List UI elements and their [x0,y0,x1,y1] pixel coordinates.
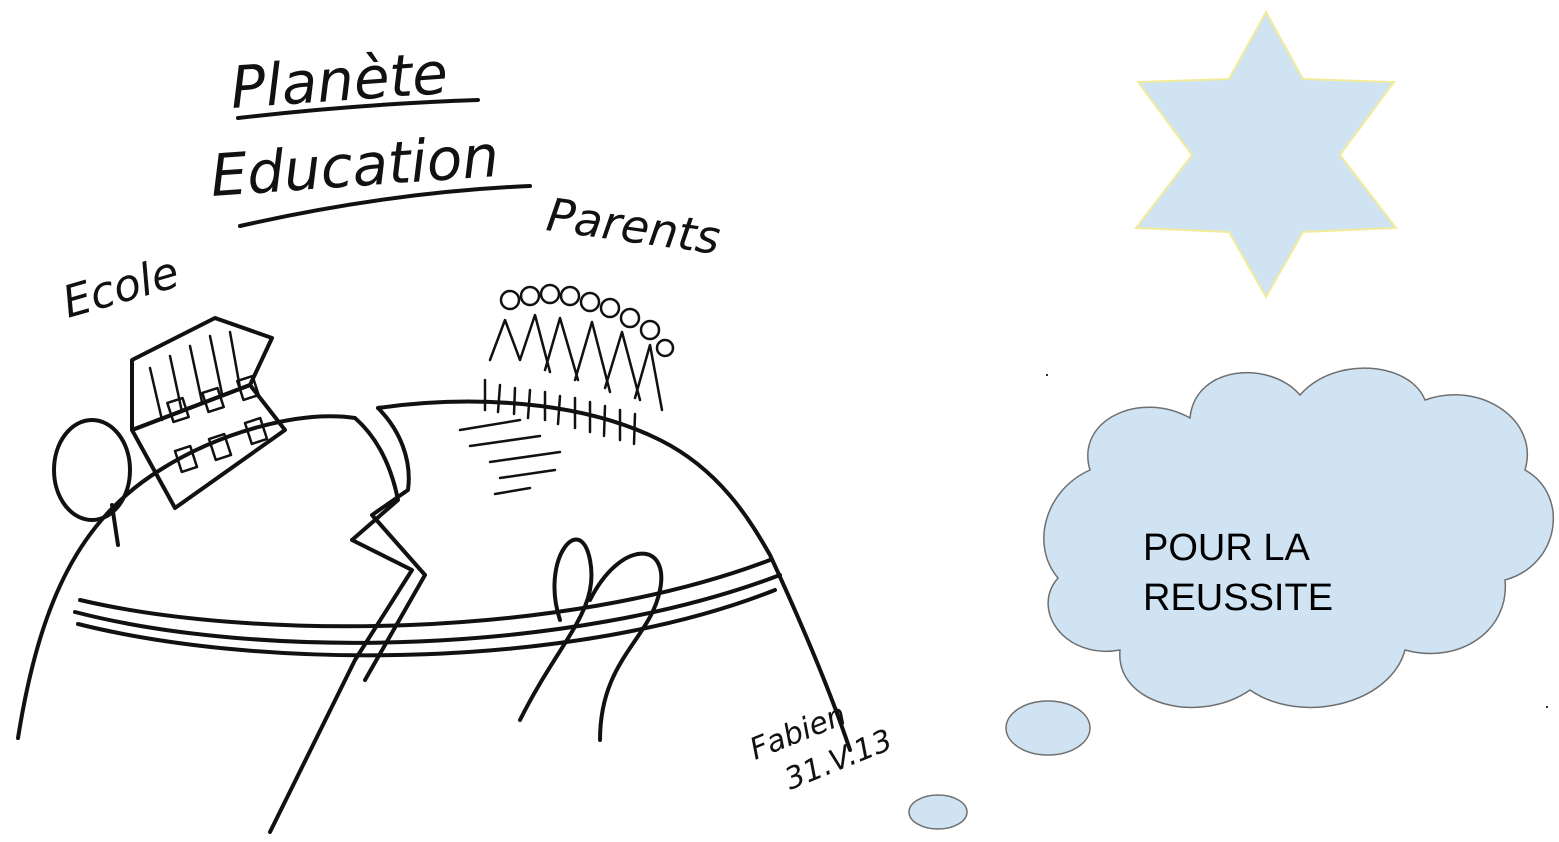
bubble-dot-small [909,795,967,829]
title-group: Planète Education [208,39,530,226]
planet-crack [365,408,425,680]
dot-mark [1546,706,1548,708]
thought-bubble: POUR LA REUSSITE [909,368,1553,829]
school-house-icon [132,318,285,508]
star-icon [1136,12,1396,297]
rope [75,560,780,655]
label-ecole: Ecole [57,247,185,329]
title-education: Education [208,122,501,210]
bubble-dot-large [1006,701,1090,755]
bubble-text-line2: REUSSITE [1143,577,1333,619]
surface-hatching [460,420,560,494]
label-parents: Parents [543,187,723,265]
dot-mark [1046,374,1048,376]
planet-drawing: Fabien 31.V.13 [18,285,897,832]
bubble-text-line1: POUR LA [1143,527,1310,569]
tree-icon [54,420,130,520]
